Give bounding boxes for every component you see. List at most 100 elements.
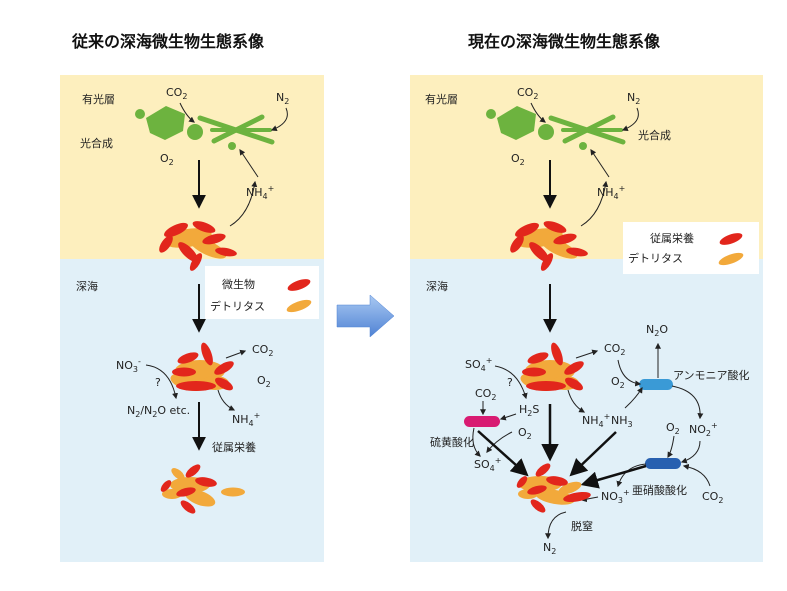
right-o2-c-label: O2: [666, 421, 680, 436]
right-co2-b-label: CO2: [475, 387, 496, 402]
right-question-mark: ?: [507, 376, 513, 389]
right-denitrification-arrow: [545, 511, 567, 540]
right-bottom-aggregate: [516, 463, 591, 513]
right-o2-b-arrow: [486, 431, 513, 453]
left-phyto-diatom: [146, 106, 185, 140]
right-co2-label: CO2: [517, 86, 538, 101]
right-nitrite-oxidizer: [645, 458, 681, 469]
left-surface-zone: [60, 75, 324, 259]
title-right: 現在の深海微生物生態系像: [468, 32, 661, 51]
left-no3-arrow: [145, 364, 178, 400]
left-nh4-deep-arrow: [217, 389, 236, 411]
right-panel: 有光層 深海 CO2 N2 光合成 O2 NH4+: [410, 75, 763, 562]
right-co2-arrow: [530, 102, 546, 123]
left-co2-arrow: [179, 102, 195, 123]
right-phytoplankton: [486, 106, 626, 150]
left-surface-aggregate: [159, 221, 237, 271]
right-sulfur-to-so4-arrow: [472, 427, 481, 457]
right-co2-a-to-ammonia-arrow: [617, 359, 642, 387]
right-bold-arrow-sulfur: [477, 430, 529, 477]
right-surface-aggregate: [510, 221, 588, 271]
left-nh4-to-phyto-arrow: [239, 149, 259, 178]
left-legend: 微生物 デトリタス: [205, 266, 319, 319]
right-nh4-deep-arrow: [567, 389, 586, 413]
right-so4-arrow: [494, 365, 528, 400]
right-no2-to-nitrite-arrow: [680, 440, 701, 464]
right-deep-zone: [410, 259, 763, 562]
left-co2-deep-label: CO2: [252, 343, 273, 358]
left-phyto-dot-b: [228, 142, 236, 150]
left-legend-detritus: デトリタス: [210, 299, 265, 313]
right-h2s-label: H2S: [519, 403, 539, 418]
right-o2-a-label: O2: [611, 375, 625, 390]
left-photosynthesis-label: 光合成: [80, 136, 113, 150]
left-o2-label: O2: [160, 152, 174, 167]
left-n2-n2o-label: N2/N2O etc.: [127, 404, 190, 419]
left-phytoplankton: [135, 106, 275, 150]
left-n2-arrow: [270, 107, 288, 132]
right-zone-surface-label: 有光層: [425, 92, 458, 106]
right-so4-b-label: SO4+: [474, 456, 501, 473]
left-o2-deep-label: O2: [257, 374, 271, 389]
right-n2-arrow: [621, 107, 639, 132]
right-co2-c-label: CO2: [702, 490, 723, 505]
left-no3-label: NO3-: [116, 357, 141, 374]
right-legend-detritus: デトリタス: [628, 251, 683, 265]
right-legend-heterotroph: 従属栄養: [650, 231, 694, 245]
left-bottom-aggregate: [160, 464, 245, 514]
right-h2s-to-sulfur-arrow: [499, 413, 517, 421]
right-no3-label: NO3+: [601, 488, 630, 505]
right-legend-heterotroph-swatch: [719, 233, 743, 245]
title-left: 従来の深海微生物生態系像: [72, 32, 265, 51]
left-n2-label: N2: [276, 91, 289, 106]
left-nh4-deep-label: NH4+: [232, 411, 260, 428]
left-nh4-up-arrow: [229, 180, 258, 227]
left-nh4-label: NH4+: [246, 184, 274, 201]
left-legend-detritus-swatch: [286, 299, 312, 313]
left-co2-deep-arrow: [225, 349, 247, 359]
right-nh4-label: NH4+: [597, 184, 625, 201]
left-zone-deep-label: 深海: [76, 279, 98, 293]
right-nh3-to-ammonia-arrow: [624, 386, 643, 409]
right-co2-a-label: CO2: [604, 342, 625, 357]
right-co2-a-arrow: [575, 349, 599, 359]
right-legend-detritus-swatch: [718, 252, 744, 266]
right-so4-label: SO4+: [465, 356, 492, 373]
right-ammonia-ox-label: アンモニア酸化: [673, 368, 750, 382]
right-ammonia-to-no2-arrow: [671, 385, 704, 420]
right-bold-arrow-ammonia: [569, 431, 617, 477]
right-co2-c-arrow: [682, 463, 711, 487]
right-no2-label: NO2+: [689, 421, 718, 438]
right-zone-deep-label: 深海: [426, 279, 448, 293]
right-ammonia-oxidizer: [639, 379, 673, 390]
left-co2-label: CO2: [166, 86, 187, 101]
left-loose-detritus: [221, 487, 245, 497]
right-nh4-to-phyto-arrow: [590, 149, 610, 178]
left-legend-microbe-swatch: [287, 279, 311, 291]
right-nh3-label: NH3: [611, 414, 633, 429]
right-n2-label: N2: [627, 91, 640, 106]
right-o2-b-label: O2: [518, 426, 532, 441]
left-heterotroph-label: 従属栄養: [212, 440, 256, 454]
right-sulfur-ox-label: 硫黄酸化: [430, 435, 474, 449]
right-nh4-deep-label: NH4+: [582, 412, 610, 429]
transition-arrow: [336, 294, 395, 338]
left-phyto-dot-a: [135, 109, 145, 119]
right-deep-aggregate: [520, 342, 584, 392]
left-zone-surface-label: 有光層: [82, 92, 115, 106]
left-question-mark: ?: [155, 376, 161, 389]
right-nh4-up-arrow: [580, 180, 609, 227]
right-o2-c-to-nitrite-arrow: [667, 435, 675, 459]
right-legend: 従属栄養 デトリタス: [623, 222, 759, 274]
right-o2-label: O2: [511, 152, 525, 167]
left-panel: 有光層 深海 CO2 N2 光合成 O2 NH4+: [60, 75, 324, 562]
left-phyto-round: [187, 124, 203, 140]
right-sulfur-oxidizer: [464, 416, 500, 427]
right-denitrification-label: 脱窒: [571, 519, 593, 533]
right-bold-arrow-nitrite: [580, 464, 647, 489]
right-photosynthesis-label: 光合成: [638, 128, 671, 142]
right-n2o-label: N2O: [646, 323, 668, 338]
left-deep-aggregate: [170, 342, 234, 392]
right-nitrite-ox-label: 亜硝酸酸化: [632, 483, 687, 497]
